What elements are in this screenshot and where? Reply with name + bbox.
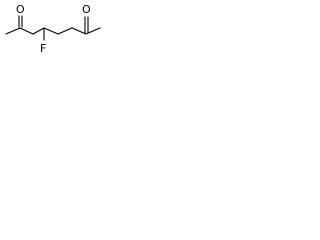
structure-canvas: O F O [0, 0, 106, 64]
bond-c1-c2 [5, 27, 21, 35]
bond-c3-c4 [32, 27, 45, 35]
bond-c2-c3 [19, 27, 34, 35]
bond-c5-c6 [57, 27, 73, 35]
bond-c4-c5 [43, 27, 59, 35]
oxygen-right-label: O [82, 3, 91, 16]
fluorine-label: F [40, 42, 46, 55]
bond-c6-c7 [71, 27, 87, 35]
molecule-diagram: O F O [5, 3, 101, 55]
oxygen-left-label: O [16, 3, 25, 16]
